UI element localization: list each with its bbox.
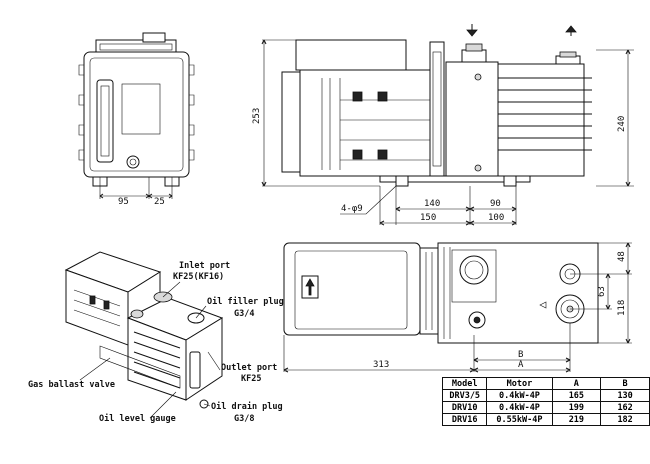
- side-dim-90: 90: [490, 199, 501, 209]
- spec-cell: DRV3/5: [441, 389, 488, 402]
- spec-table-row: DRV3/5 0.4kW-4P 165 130: [441, 389, 650, 402]
- callout-inlet-port: Inlet port: [179, 261, 230, 271]
- spec-table-header: Model Motor A B: [441, 377, 650, 390]
- callout-oil-drain-spec: G3/8: [234, 414, 254, 424]
- spec-cell: 182: [600, 413, 650, 426]
- spec-cell: 199: [551, 401, 602, 414]
- side-hole-label: 4-φ9: [341, 204, 363, 214]
- top-view: 48 63 118 B 313 A: [283, 242, 632, 373]
- spec-header-b: B: [600, 377, 650, 390]
- top-dim-B: B: [518, 350, 523, 360]
- side-dim-253: 253: [252, 108, 262, 124]
- spec-cell: DRV16: [441, 413, 488, 426]
- spec-table-row: DRV10 0.4kW-4P 199 162: [441, 401, 650, 414]
- spec-cell: 0.55kW-4P: [486, 413, 553, 426]
- spec-cell: 0.4kW-4P: [486, 401, 553, 414]
- side-dim-100: 100: [488, 213, 504, 223]
- spec-cell: 219: [551, 413, 602, 426]
- spec-header-a: A: [551, 377, 602, 390]
- spec-header-motor: Motor: [486, 377, 553, 390]
- spec-cell: 162: [600, 401, 650, 414]
- side-view: 253 240 140 90 150 100 4-φ9: [252, 24, 634, 226]
- top-dim-118: 118: [617, 300, 627, 316]
- callout-outlet-spec: KF25: [241, 374, 261, 384]
- spec-header-model: Model: [441, 377, 488, 390]
- callout-oil-level-gauge: Oil level gauge: [99, 413, 176, 424]
- side-dim-140: 140: [424, 199, 440, 209]
- pump-3d-view: [64, 251, 224, 419]
- top-dim-48: 48: [617, 251, 627, 262]
- top-dim-313: 313: [373, 360, 389, 370]
- callout-oil-filler-spec: G3/4: [234, 309, 254, 319]
- top-dim-A: A: [518, 360, 524, 370]
- callout-inlet-spec: KF25(KF16): [173, 272, 224, 282]
- callout-oil-drain-plug: Oil drain plug: [211, 401, 283, 412]
- front-dim-25: 25: [154, 197, 165, 207]
- spec-table: Model Motor A B DRV3/5 0.4kW-4P 165 130 …: [441, 377, 650, 426]
- side-dim-150: 150: [420, 213, 436, 223]
- spec-cell: 165: [551, 389, 602, 402]
- side-dim-240: 240: [617, 116, 627, 132]
- spec-cell: 0.4kW-4P: [486, 389, 553, 402]
- spec-table-row: DRV16 0.55kW-4P 219 182: [441, 413, 650, 426]
- spec-cell: 130: [600, 389, 650, 402]
- callout-outlet-port: Outlet port: [221, 363, 277, 373]
- top-dim-63: 63: [597, 286, 607, 297]
- spec-cell: DRV10: [441, 401, 488, 414]
- front-view: 95 25: [78, 32, 195, 207]
- callout-oil-filler-plug: Oil filler plug: [207, 296, 284, 307]
- front-dim-95: 95: [118, 197, 129, 207]
- callout-gas-ballast-valve: Gas ballast valve: [28, 380, 115, 390]
